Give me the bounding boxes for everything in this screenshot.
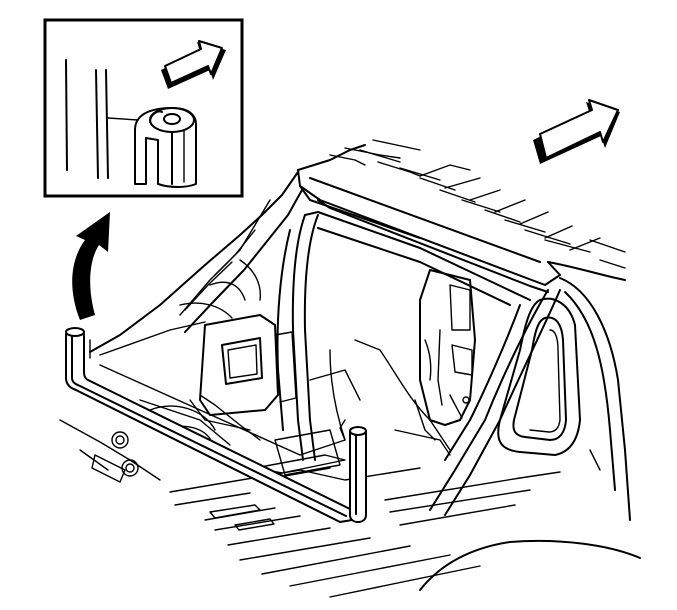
detail-inset <box>43 18 244 198</box>
direction-arrow <box>533 99 620 164</box>
cab-roof <box>297 139 626 293</box>
floor-pan <box>59 394 561 598</box>
rear-quarter-trim <box>189 314 297 431</box>
weatherstrip-seal <box>65 327 367 523</box>
callout-arrow <box>72 212 110 320</box>
detail-direction-arrow <box>161 40 226 89</box>
pillar-trim-panel <box>414 269 476 441</box>
door-opening <box>89 171 561 516</box>
rear-quarter-window <box>419 277 641 591</box>
